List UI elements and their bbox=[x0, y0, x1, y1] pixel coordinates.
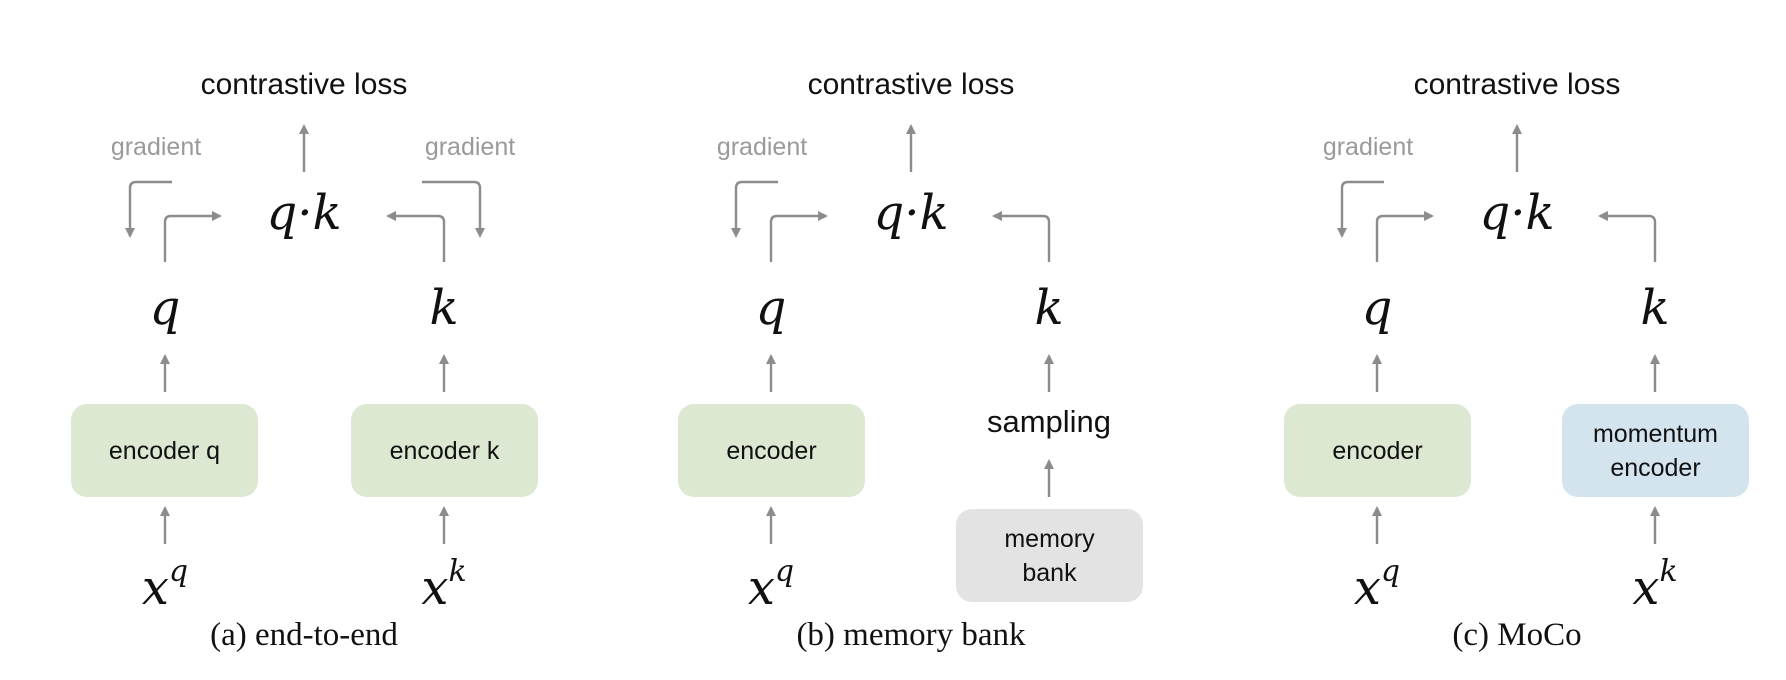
contrastive-loss-label: contrastive loss bbox=[200, 68, 408, 101]
arrow-c-q-to-dot bbox=[1375, 211, 1434, 262]
momentum-encoder-box: momentum encoder bbox=[1562, 404, 1749, 497]
encoder-label: encoder bbox=[1332, 436, 1423, 465]
encoder-k-box: encoder k bbox=[351, 404, 538, 497]
input-xk: xk bbox=[421, 554, 467, 616]
query-q: q bbox=[149, 280, 181, 336]
gradient-label-left: gradient bbox=[1322, 133, 1414, 161]
encoder-k-label: encoder k bbox=[389, 436, 500, 465]
input-xk: xk bbox=[1632, 554, 1678, 616]
dot-product-qk: q·k bbox=[1479, 185, 1555, 241]
momentum-encoder-label: momentum encoder bbox=[1592, 419, 1719, 482]
arrow-b-gradient-left bbox=[731, 180, 778, 238]
caption-moco: (c) MoCo bbox=[1452, 617, 1582, 653]
arrow-c-k-to-dot bbox=[1598, 211, 1657, 262]
gradient-label-right: gradient bbox=[424, 133, 516, 161]
contrastive-loss-label: contrastive loss bbox=[1413, 68, 1621, 101]
encoder-box: encoder bbox=[1284, 404, 1471, 497]
encoder-q-label: encoder q bbox=[108, 436, 221, 465]
arrow-b-k-to-dot bbox=[992, 211, 1051, 262]
arrow-a-gradient-left bbox=[125, 180, 172, 238]
key-k: k bbox=[1640, 280, 1670, 336]
memory-bank-label: memory bank bbox=[1004, 524, 1095, 587]
input-xq: xq bbox=[141, 554, 189, 616]
memory-bank-box: memory bank bbox=[956, 509, 1143, 602]
dot-product-qk: q·k bbox=[873, 185, 949, 241]
arrow-b-q-to-dot bbox=[769, 211, 828, 262]
arrow-a-k-to-dot bbox=[386, 211, 446, 262]
caption-end-to-end: (a) end-to-end bbox=[210, 617, 398, 653]
sampling-label: sampling bbox=[986, 404, 1112, 439]
arrow-a-q-to-dot bbox=[163, 211, 222, 262]
arrow-c-gradient-left bbox=[1337, 180, 1384, 238]
key-k: k bbox=[429, 280, 459, 336]
contrastive-loss-label: contrastive loss bbox=[807, 68, 1015, 101]
query-q: q bbox=[755, 280, 787, 336]
gradient-label-left: gradient bbox=[716, 133, 808, 161]
input-xq: xq bbox=[1353, 554, 1401, 616]
gradient-label-left: gradient bbox=[110, 133, 202, 161]
arrow-a-gradient-right bbox=[422, 180, 485, 238]
key-k: k bbox=[1034, 280, 1064, 336]
caption-memory-bank: (b) memory bank bbox=[796, 617, 1026, 653]
encoder-q-box: encoder q bbox=[71, 404, 258, 497]
query-q: q bbox=[1361, 280, 1393, 336]
encoder-label: encoder bbox=[726, 436, 817, 465]
dot-product-qk: q·k bbox=[266, 185, 342, 241]
input-xq: xq bbox=[747, 554, 795, 616]
encoder-box: encoder bbox=[678, 404, 865, 497]
